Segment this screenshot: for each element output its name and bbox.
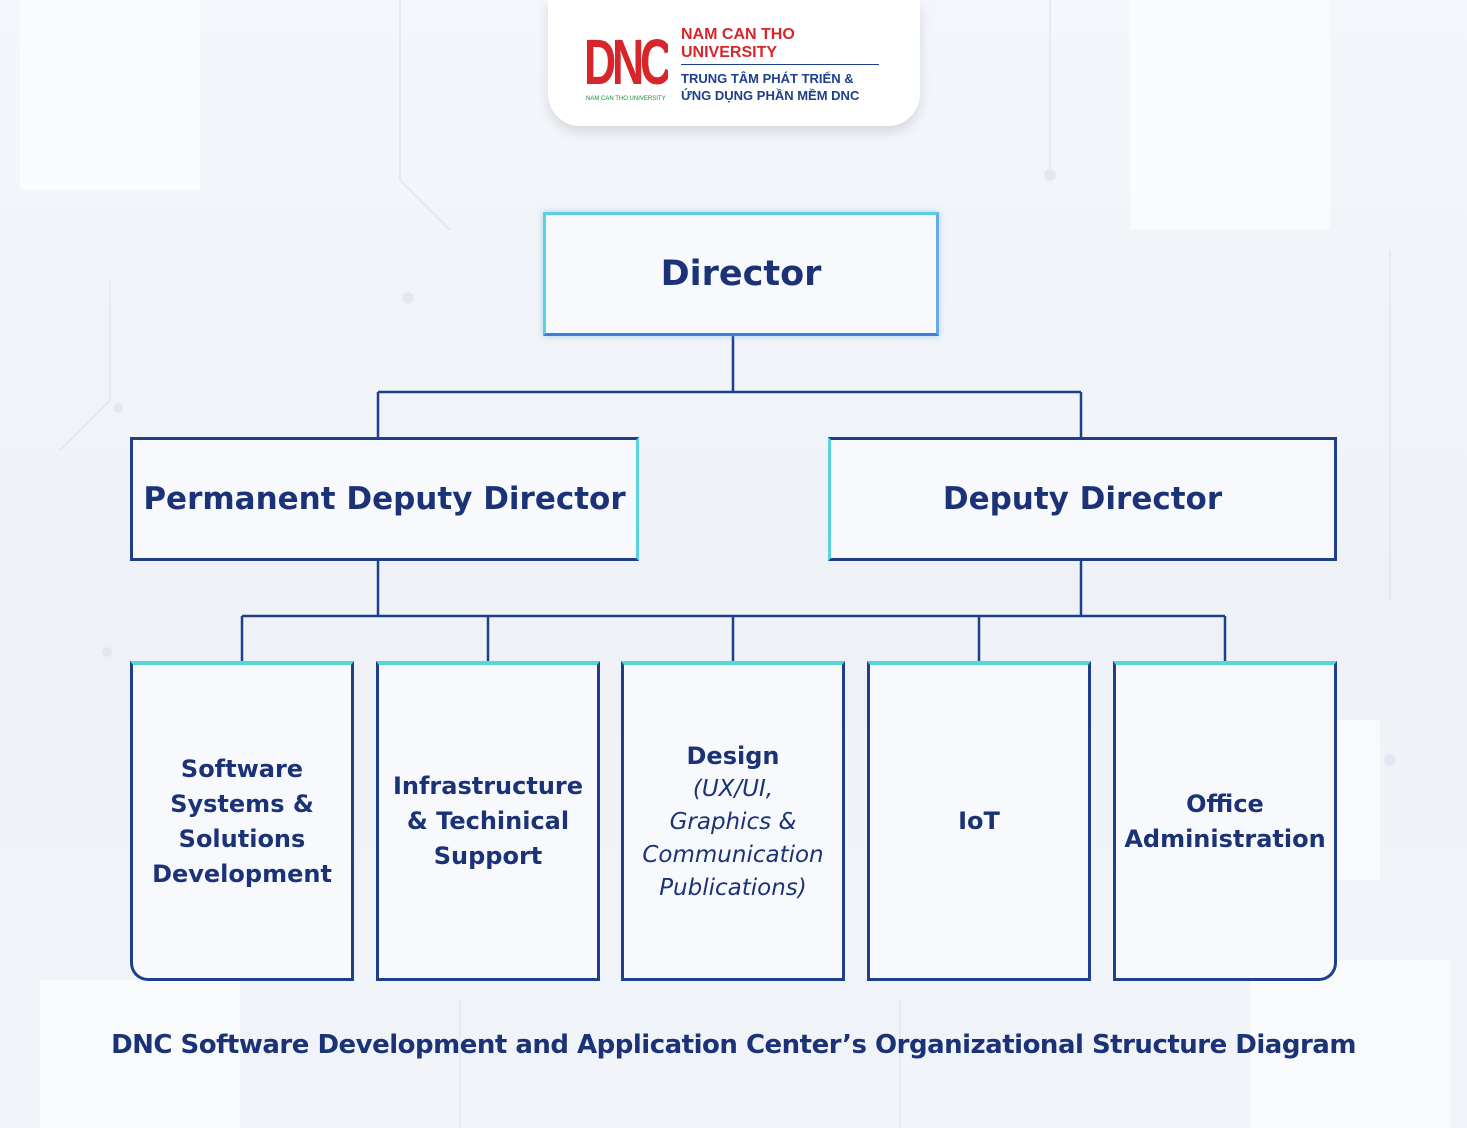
dept-line: Systems &	[170, 789, 314, 818]
dept-iot: IoT	[867, 661, 1091, 981]
center-line-1: TRUNG TÂM PHÁT TRIỂN &	[681, 71, 854, 86]
dept-line: (UX/UI,	[692, 775, 774, 802]
deputy-director-label: Deputy Director	[942, 481, 1223, 517]
header-logo-tab: DNC NAM CAN THO UNIVERSITY NAM CAN THO U…	[548, 0, 920, 126]
dept-office-administration: Office Administration	[1113, 661, 1337, 981]
university-line-1: NAM CAN THO	[681, 26, 795, 43]
university-line-2: UNIVERSITY	[681, 44, 778, 61]
dept-design: Design (UX/UI, Graphics & Communication …	[621, 661, 845, 981]
permanent-deputy-director-box: Permanent Deputy Director	[130, 437, 639, 561]
dnc-logo-icon: DNC	[584, 26, 668, 92]
header-divider	[681, 64, 879, 65]
dept-line: IoT	[958, 807, 1000, 835]
dept-infrastructure-support: Infrastructure & Techinical Support	[376, 661, 600, 981]
dept-design-title: Design	[686, 741, 780, 770]
center-line-2: ỨNG DỤNG PHẦN MỀM DNC	[681, 88, 860, 103]
dept-line: Infrastructure	[392, 772, 584, 800]
dept-line: Publications)	[659, 874, 807, 901]
center-name: TRUNG TÂM PHÁT TRIỂN & ỨNG DỤNG PHẦN MỀM…	[681, 70, 859, 104]
dept-line: Graphics &	[669, 808, 797, 835]
dept-line: Software	[180, 754, 304, 783]
deputy-director-box: Deputy Director	[828, 437, 1337, 561]
dept-line: Solutions	[178, 824, 306, 853]
permanent-deputy-director-label: Permanent Deputy Director	[143, 481, 626, 517]
director-box: Director	[543, 212, 939, 336]
logo-subtext: NAM CAN THO UNIVERSITY	[586, 96, 666, 102]
dept-line: Support	[433, 842, 543, 870]
university-name: NAM CAN THO UNIVERSITY	[681, 26, 795, 62]
dept-line: & Techinical	[406, 807, 570, 835]
dept-line: Office	[1186, 789, 1264, 818]
director-label: Director	[660, 254, 822, 294]
dept-line: Development	[152, 859, 332, 888]
dept-line: Communication	[642, 841, 824, 868]
dept-line: Administration	[1124, 824, 1326, 853]
diagram-caption: DNC Software Development and Application…	[111, 1030, 1356, 1060]
dept-software-systems: Software Systems & Solutions Development	[130, 661, 354, 981]
logo-letters: DNC	[584, 26, 668, 92]
